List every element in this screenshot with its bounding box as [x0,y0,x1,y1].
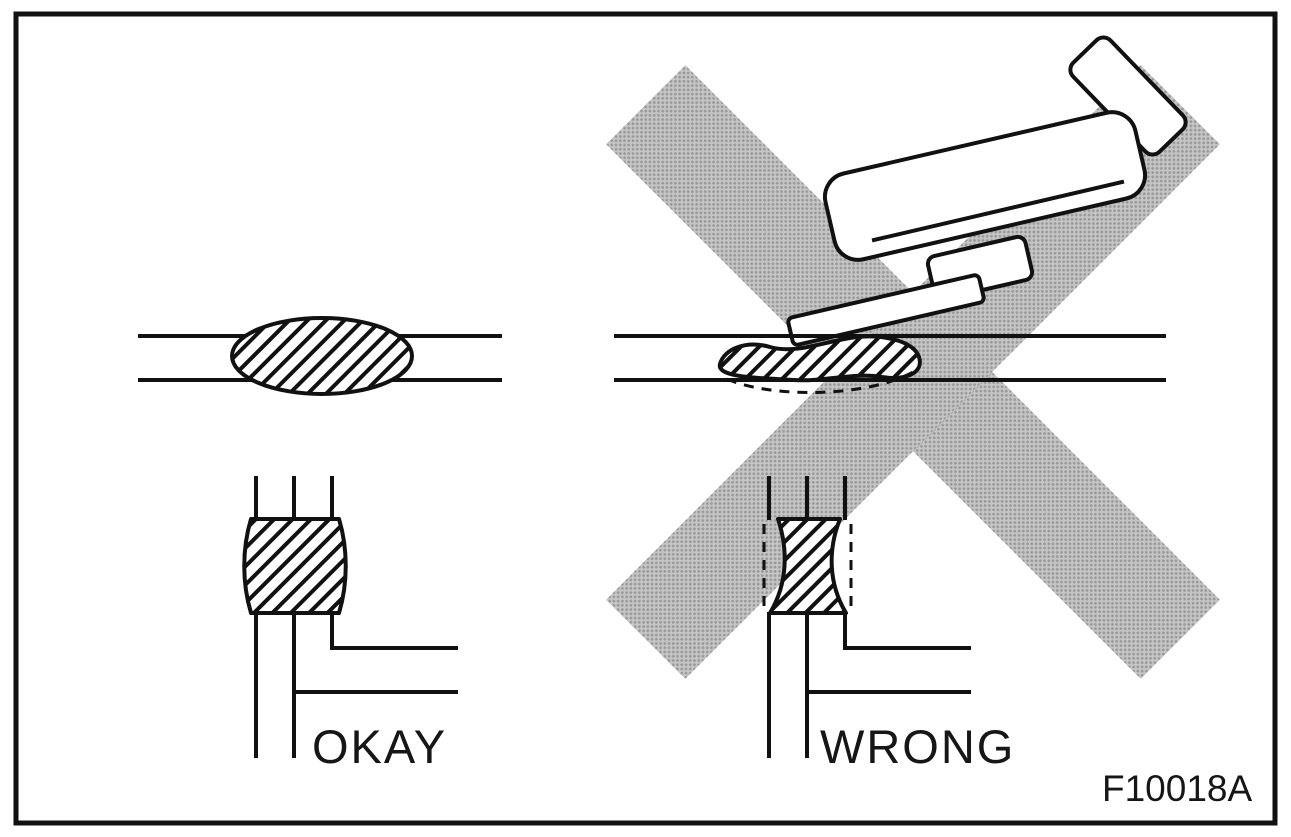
grommet-wire-okay [230,316,414,396]
heat-gun-nozzle [786,273,986,347]
heat-gun-body [822,110,1148,262]
grommet-wire-melted [717,334,922,383]
wire-wrong [614,334,1166,394]
grommet-original-shape-dashed [726,370,914,394]
grommet-pipe-pinched [768,517,848,615]
pipe-wrong [762,476,971,758]
heat-gun [786,35,1188,347]
label-wrong: WRONG [820,720,1015,773]
grommet-pipe-okay [242,517,348,615]
label-okay: OKAY [312,720,447,773]
wire-okay [138,316,502,396]
heat-gun-body-seam [871,179,1125,243]
pipe-okay [242,476,458,758]
figure-code: F10018A [1102,768,1252,809]
panel-wrong: WRONG [614,35,1188,773]
panel-okay: OKAY [138,316,502,773]
